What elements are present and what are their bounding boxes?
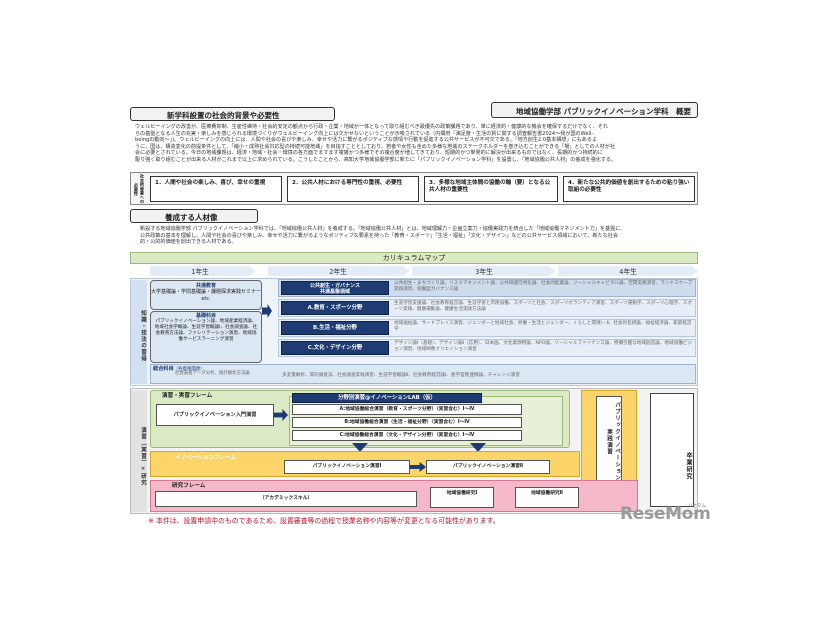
research-frame-label: 研究フレーム [172, 483, 206, 489]
logo-small-text: リセマム [688, 504, 706, 509]
section-talent-title: 養成する人材像 [130, 209, 258, 223]
general-subjects-right: 多変量解析、質的調査法、社会調査実践演習、生涯学習概論Ⅱ、社会教育経営論Ⅰ、産学… [282, 373, 520, 378]
field-desc: 生涯学習支援論、社会教育経営論、生涯学習と市民協働、スポーツと社会、スポーツボラ… [394, 301, 692, 312]
graduation-research-box: 卒業研究 [650, 393, 694, 507]
arrow-right-icon [410, 462, 426, 472]
arrow-down-icon [352, 443, 368, 452]
year-label: 3年生 [475, 268, 493, 276]
field-desc: デザイン論Ⅰ（基礎）、デザイン論Ⅱ（応用）、日本画、文化資源特論、NPO論、ソー… [394, 341, 692, 352]
arrow-right-icon [262, 304, 272, 318]
lab-item: C:地域協働総合演習（文化・デザイン分野）（実習含む）Ⅰ～Ⅳ [292, 430, 522, 441]
field-name: C.文化・デザイン分野 [281, 341, 389, 355]
year-arrow [268, 266, 410, 276]
section-background-title: 新学科設置の社会的背景や必要性 [130, 107, 335, 121]
pi-practice-box: パブリックイノベーション実践演習 [596, 396, 622, 484]
need-item: 1．人間や社会の楽しみ、喜び、幸せの重視 [150, 176, 282, 202]
lab-item: A:地域協働総合演習（教育・スポーツ分野）（実習含む）Ⅰ～Ⅳ [292, 404, 522, 415]
need-item: 3．多様な地域主体間の協働の輸（要）となる公共人材の重要性 [424, 176, 558, 202]
arrow-down-icon [470, 443, 486, 452]
need-item: 4．新たな公共的価値を創出するための粘り強い取組の必要性 [563, 176, 695, 202]
resemom-logo: ReseMom [620, 504, 711, 524]
year-arrow [558, 266, 698, 276]
practice-side-label: 演習（実習）×研究 [131, 390, 147, 512]
lab-item: B:地域協働総合演習（生活・福祉分野）（実習含む）Ⅰ～Ⅳ [292, 417, 522, 428]
year-label: 1年生 [191, 268, 209, 276]
background-text: ウェルビーイングの改善が、医療費抑制、生産性維持・社会的安定の観点から行政・企業… [135, 124, 617, 163]
year-label: 4年生 [619, 268, 637, 276]
lab-title: 分野別演習@イノベーションLAB（仮） [292, 393, 482, 403]
knowledge-side-label: 知識・技法の習得 [131, 280, 147, 384]
basic-subjects-box: 基礎科目 パブリックイノベーション論、地域産業経済論、地域社会学概論、生涯学習概… [150, 311, 262, 363]
curriculum-title: カリキュラムマップ [130, 252, 698, 264]
general-subjects-row [150, 364, 696, 384]
pi-2-box: パブリックイノベーション演習Ⅱ [426, 460, 550, 474]
general-subjects-title: 総合科目（各資格関連） [153, 366, 205, 372]
practice-frame-label: 演習・実習フレーム [162, 393, 213, 399]
talent-text: 新設する地域協働学部 パブリックイノベーション学科では、「地域協働公共人材」を養… [140, 226, 626, 246]
need-item: 2．公共人材における専門性の重視、必要性 [287, 176, 419, 202]
field-name: B.生活・福祉分野 [281, 321, 389, 335]
document-title: 地域協働学部 パブリックイノベーション学科 概要 [491, 102, 698, 118]
general-subjects-left: 社会調査データ分析、統計解析方法論 [175, 371, 250, 376]
field-name: A.教育・スポーツ分野 [281, 301, 389, 315]
field-name: 公共創生・ガバナンス 共通基盤領域 [281, 281, 389, 295]
academic-skill-box: （アカデミックスキル） [155, 491, 417, 507]
research-2-box: 地域協働研究Ⅱ [515, 487, 579, 508]
field-desc: 地域福祉論、サードプレイス演習、ジェンダーと地域社会、労働・生活とジェンダー、く… [394, 321, 692, 332]
pi-intro-box: パブリックイノベーション入門演習 [156, 404, 274, 426]
research-1-box: 地域協働研究Ⅰ [430, 487, 494, 508]
disclaimer-note: ※ 本件は、設置申請中のものであるため、設置審査等の過程で授業名称や内容等が変更… [148, 517, 500, 525]
innovation-frame-label: イノベーションフレーム [175, 455, 237, 461]
pi-1-box: パブリックイノベーション演習Ⅰ [284, 460, 410, 474]
year-label: 2年生 [329, 268, 347, 276]
common-education-box: 共通教育 大学基礎論・学問基礎論・課題探求実践セミナー etc. [150, 280, 262, 310]
year-arrow [412, 266, 556, 276]
needs-side-label: 社会的背景への必要性 [134, 174, 145, 204]
field-desc: 公共創生・まちづくり論、リスクマネジメント論、公共価値可視化論、社会的起業論、ソ… [394, 281, 693, 292]
year-arrow [150, 266, 256, 276]
